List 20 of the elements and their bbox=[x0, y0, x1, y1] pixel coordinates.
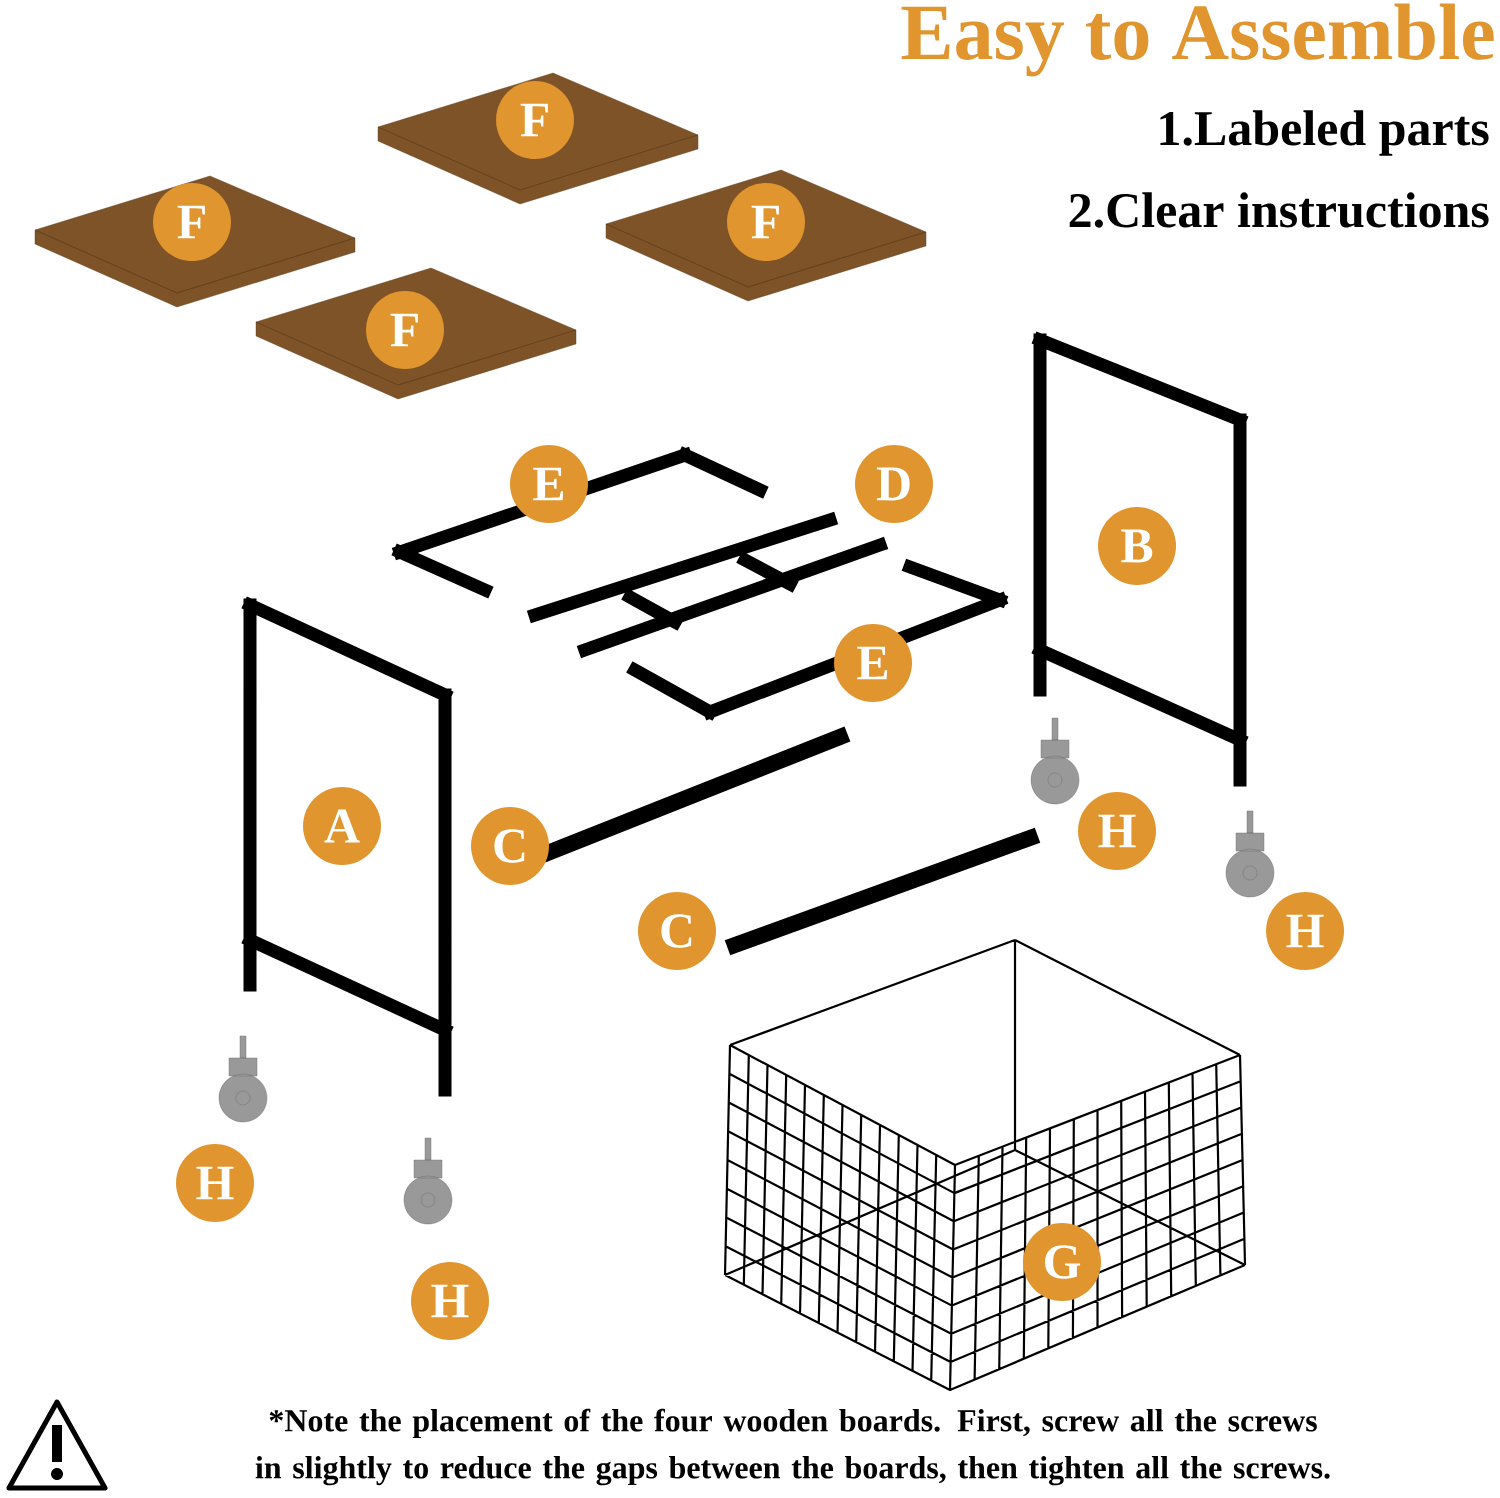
letter-badge: F bbox=[153, 183, 231, 261]
letter-badge: B bbox=[1098, 507, 1176, 585]
letter-badge: F bbox=[366, 291, 444, 369]
letter-badge: H bbox=[176, 1144, 254, 1222]
note-text: *Note the placement of the four wooden boards. First, screw all the screws in slightly to reduce the gaps between the boards, then tighten all the screws. bbox=[255, 1408, 1330, 1486]
letter-badge: H bbox=[1266, 892, 1344, 970]
letter-badge: H bbox=[1078, 792, 1156, 870]
letter-badge: F bbox=[496, 81, 574, 159]
letter-badge: D bbox=[855, 445, 933, 523]
letter-badge: E bbox=[834, 624, 912, 702]
feature-text: 2.Clear instructions bbox=[1069, 192, 1489, 228]
letter-badge: C bbox=[471, 807, 549, 885]
letter-badge: H bbox=[411, 1262, 489, 1340]
letter-badge: F bbox=[727, 183, 805, 261]
title: Easy to Assemble bbox=[901, 3, 1494, 77]
letter-badge: E bbox=[510, 445, 588, 523]
letter-badge: A bbox=[303, 787, 381, 865]
letter-badge: G bbox=[1023, 1223, 1101, 1301]
feature-text: 1.Labeled parts bbox=[1160, 110, 1489, 156]
letter-badge: C bbox=[638, 892, 716, 970]
